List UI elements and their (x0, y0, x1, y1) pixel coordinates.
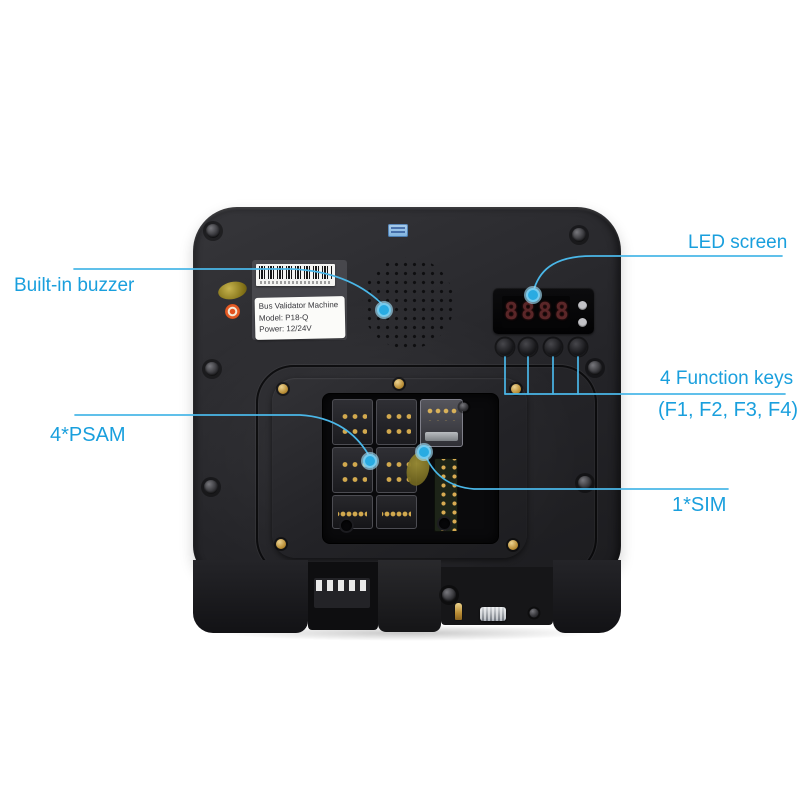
led-screen-label: LED screen (688, 232, 788, 253)
plate-screw-gold (394, 379, 404, 389)
barcode-bars (259, 266, 332, 279)
slot-connector (332, 495, 373, 529)
function-key-f3 (544, 338, 562, 356)
plate-screw-gold (511, 384, 521, 394)
sim-contacts (426, 405, 457, 421)
screw-top-left (206, 224, 220, 238)
connector-pins (382, 504, 411, 518)
plate-screw-gold (508, 540, 518, 550)
buzzer-label: Built-in buzzer (14, 275, 135, 296)
led-digits: 8888 (504, 299, 570, 325)
mount-tab-center (378, 560, 441, 632)
screw-top-right (572, 228, 586, 242)
status-led-top (578, 301, 587, 310)
info-line-power: Power: 12/24V (259, 323, 312, 335)
mount-foot-left (193, 560, 308, 633)
bottom-connector-bay (441, 567, 553, 625)
barrel-connector (480, 607, 506, 621)
speaker-grille (362, 257, 454, 349)
connector-bay-screw (442, 588, 456, 602)
function-key-f1 (496, 338, 514, 356)
psam-contacts (338, 454, 367, 486)
psam-label: 4*PSAM (50, 424, 126, 446)
screw-mid-left (205, 362, 219, 376)
function-keys-sublabel: (F1, F2, F3, F4) (658, 399, 799, 421)
barcode-sticker (256, 264, 335, 286)
function-key-f4 (569, 338, 587, 356)
qc-sticker (388, 224, 408, 237)
bottom-recess-left (308, 562, 378, 630)
info-line-product: Bus Validator Machine (258, 300, 339, 311)
function-keys-label: 4 Function keys (660, 368, 794, 389)
screw-mid-right (588, 361, 602, 375)
plate-screw-gold (276, 539, 286, 549)
psam-slot (376, 447, 417, 493)
psam-contacts (338, 406, 367, 438)
bay-hole-left (341, 520, 352, 531)
dip-switch-block (314, 578, 370, 608)
connector-pins (338, 504, 367, 518)
led-screen-panel: 8888 (493, 288, 594, 334)
screw-low-left (204, 480, 218, 494)
dip-switch-teeth (316, 580, 368, 591)
barcode-caption (260, 281, 331, 284)
psam-contacts (382, 406, 411, 438)
card-bay (322, 393, 499, 544)
antenna-pin-connector (455, 603, 462, 620)
warranty-seal-sticker (225, 304, 240, 319)
psam-slot (332, 447, 373, 493)
function-key-f2 (519, 338, 537, 356)
psam-slot (332, 399, 373, 445)
bay-screw (459, 402, 469, 412)
connector-bay-screw-small (529, 608, 539, 618)
sim-slot (420, 399, 463, 447)
mount-foot-right (553, 560, 621, 633)
led-display-window: 8888 (502, 296, 570, 328)
psam-slot (376, 399, 417, 445)
bay-hole-right (439, 518, 450, 529)
bus-validator-rear-view: Bus Validator Machine Model: P18-Q Power… (193, 207, 621, 641)
status-led-bottom (578, 318, 587, 327)
info-sticker: Bus Validator Machine Model: P18-Q Power… (254, 296, 346, 340)
sim-latch (425, 432, 458, 441)
slot-connector (376, 495, 417, 529)
plate-screw-gold (278, 384, 288, 394)
sim-label: 1*SIM (672, 494, 727, 516)
